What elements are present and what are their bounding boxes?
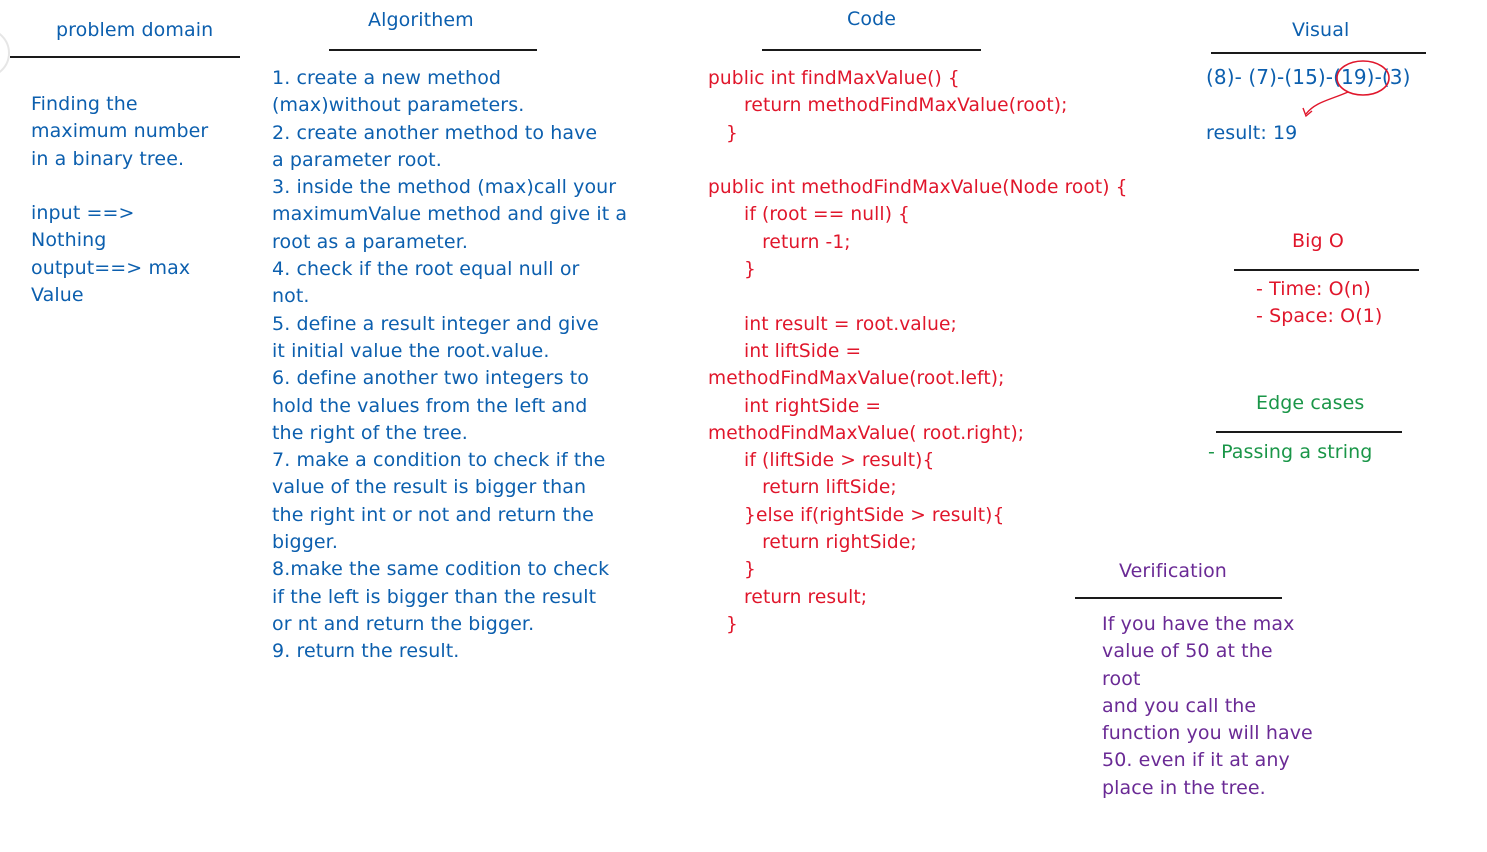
code-line: return result; [708,586,868,608]
algorithm-line: 1. create a new method [272,67,502,89]
problem-domain-line: input ==> [31,202,135,225]
problem-domain-line: maximum number [31,120,209,143]
algorithm-line: root as a parameter. [272,230,468,253]
algorithm-line: 7. make a condition to check if the [272,449,606,472]
edge-cases-title: Edge cases [1256,392,1365,414]
edge-circle-mark [0,28,10,78]
algorithm-line: the right int or not and return the [272,503,594,526]
big-o-line: - Space: O(1) [1256,305,1383,328]
code-line [708,283,1128,310]
verification-line: value of 50 at the [1102,640,1273,663]
problem-domain-text: Finding the maximum number in a binary t… [31,91,208,309]
algorithm-line: not. [272,285,310,308]
code-line: } [708,122,738,144]
code-line: }else if(rightSide > result){ [708,504,1005,526]
verification-line: place in the tree. [1102,776,1266,799]
algorithm-line: the right of the tree. [272,421,468,444]
algorithm-line: maximumValue method and give it a [272,203,628,226]
algorithm-line: 3. inside the method (max)call your [272,176,617,199]
algorithm-line: 4. check if the root equal null or [272,258,580,281]
big-o-title: Big O [1292,230,1344,252]
visual-result: result: 19 [1206,122,1298,144]
code-line: return -1; [708,231,851,253]
edge-cases-underline [1216,431,1402,433]
algorithm-line: 6. define another two integers to [272,367,589,390]
big-o-line: - Time: O(n) [1256,278,1371,300]
code-line: return methodFindMaxValue(root); [708,95,1068,117]
code-line: int result = root.value; [708,313,957,335]
code-underline [762,49,981,51]
verification-line: 50. even if it at any [1102,749,1290,772]
visual-nodes: (8)- (7)-(15)-(19)-(3) [1206,65,1411,89]
verification-text: If you have the max value of 50 at the r… [1102,611,1313,802]
algorithm-line: or nt and return the bigger. [272,612,535,635]
algorithm-text: 1. create a new method (max)without para… [272,65,627,666]
algorithm-line: (max)without parameters. [272,94,525,117]
algorithm-line: hold the values from the left and [272,394,588,417]
verification-line: function you will have [1102,722,1313,745]
code-line: } [708,259,756,281]
verification-line: root [1102,667,1141,690]
code-line: } [708,613,738,635]
algorithm-line: a parameter root. [272,148,442,171]
algorithm-line: it initial value the root.value. [272,339,550,362]
algorithm-line: 2. create another method to have [272,121,598,144]
big-o-text: - Time: O(n) - Space: O(1) [1256,276,1382,331]
code-line: int rightSide = [708,395,882,417]
algorithm-line: 9. return the result. [272,640,460,663]
problem-domain-line: output==> max [31,256,191,279]
code-line: int liftSide = [708,340,862,362]
problem-domain-line: Finding the [31,93,138,115]
algorithm-line: bigger. [272,531,338,554]
problem-domain-line: in a binary tree. [31,147,185,170]
algorithm-line: value of the result is bigger than [272,476,587,499]
algorithm-line: if the left is bigger than the result [272,585,597,608]
code-title: Code [847,8,897,30]
code-line: public int methodFindMaxValue(Node root)… [708,177,1128,199]
code-line [708,147,1128,174]
algorithm-underline [329,49,537,51]
code-line: methodFindMaxValue(root.left); [708,368,1005,390]
visual-underline [1211,52,1426,54]
edge-cases-line: - Passing a string [1208,441,1373,463]
problem-domain-title: problem domain [56,19,214,41]
problem-domain-underline [10,56,240,58]
code-block: public int findMaxValue() { return metho… [708,65,1128,638]
code-line: if (root == null) { [708,204,910,226]
code-line: } [708,559,756,581]
verification-title: Verification [1119,560,1227,582]
code-line: public int findMaxValue() { [708,68,960,89]
problem-domain-line [31,173,208,200]
algorithm-title: Algorithem [368,9,474,31]
verification-line: and you call the [1102,694,1257,717]
max-node-highlight-icon [1302,60,1390,118]
code-line: return liftSide; [708,477,897,499]
problem-domain-line: Value [31,284,84,307]
problem-domain-line: Nothing [31,229,107,252]
verification-underline [1075,597,1282,599]
algorithm-line: 5. define a result integer and give [272,312,599,335]
code-line: if (liftSide > result){ [708,450,935,472]
code-line: return rightSide; [708,532,917,554]
verification-line: If you have the max [1102,613,1295,635]
edge-cases-text: - Passing a string [1208,439,1372,466]
algorithm-line: 8.make the same codition to check [272,558,610,581]
code-line: methodFindMaxValue( root.right); [708,422,1025,444]
visual-title: Visual [1292,19,1350,41]
big-o-underline [1234,269,1419,271]
